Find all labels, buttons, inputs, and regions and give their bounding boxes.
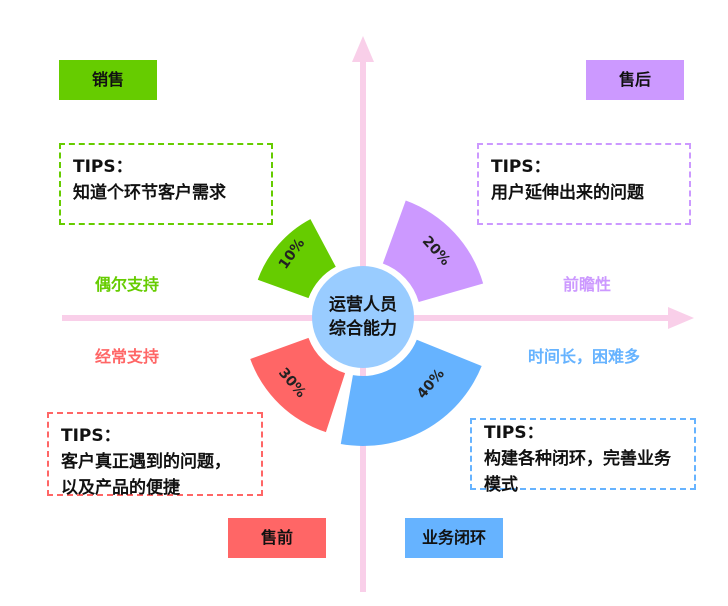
label-occasional-support: 偶尔支持 bbox=[95, 275, 160, 294]
wedge-sales bbox=[257, 219, 336, 299]
wedge-biz bbox=[340, 339, 482, 446]
center-title-line1: 运营人员 bbox=[329, 295, 397, 315]
label-forward-looking: 前瞻性 bbox=[563, 275, 612, 294]
wedge-pre bbox=[250, 337, 346, 433]
tag-pre-sales: 售前 bbox=[228, 518, 326, 558]
wedges: 10% 20% 30% 40% bbox=[250, 200, 484, 446]
tips-text: 客户真正遇到的问题， 以及产品的便捷 bbox=[61, 452, 231, 498]
tag-business-loop: 业务闭环 bbox=[405, 518, 503, 558]
horizontal-axis-arrow bbox=[668, 307, 694, 329]
tips-heading: TIPS： bbox=[73, 157, 133, 177]
label-long-time-difficult: 时间长，困难多 bbox=[528, 347, 641, 366]
tips-heading: TIPS： bbox=[61, 426, 121, 446]
vertical-axis-arrow bbox=[352, 36, 374, 62]
tips-box-pre-sales: TIPS： 客户真正遇到的问题， 以及产品的便捷 bbox=[47, 412, 263, 498]
tips-heading: TIPS： bbox=[491, 157, 551, 177]
wedge-after bbox=[382, 200, 484, 303]
tips-text: 构建各种闭环，完善业务 模式 bbox=[484, 449, 671, 495]
tag-sales: 销售 bbox=[59, 60, 157, 100]
tag-after-sales: 售后 bbox=[586, 60, 684, 100]
tips-box-business-loop: TIPS： 构建各种闭环，完善业务 模式 bbox=[470, 418, 696, 495]
tips-heading: TIPS： bbox=[484, 423, 544, 443]
label-frequent-support: 经常支持 bbox=[95, 347, 160, 366]
tips-text: 用户延伸出来的问题 bbox=[491, 183, 644, 203]
tips-box-sales: TIPS： 知道个环节客户需求 bbox=[59, 143, 273, 225]
tips-box-after-sales: TIPS： 用户延伸出来的问题 bbox=[477, 143, 691, 225]
tips-text: 知道个环节客户需求 bbox=[73, 183, 226, 203]
center-circle: 运营人员 综合能力 bbox=[312, 266, 414, 368]
center-title-line2: 综合能力 bbox=[329, 319, 397, 339]
